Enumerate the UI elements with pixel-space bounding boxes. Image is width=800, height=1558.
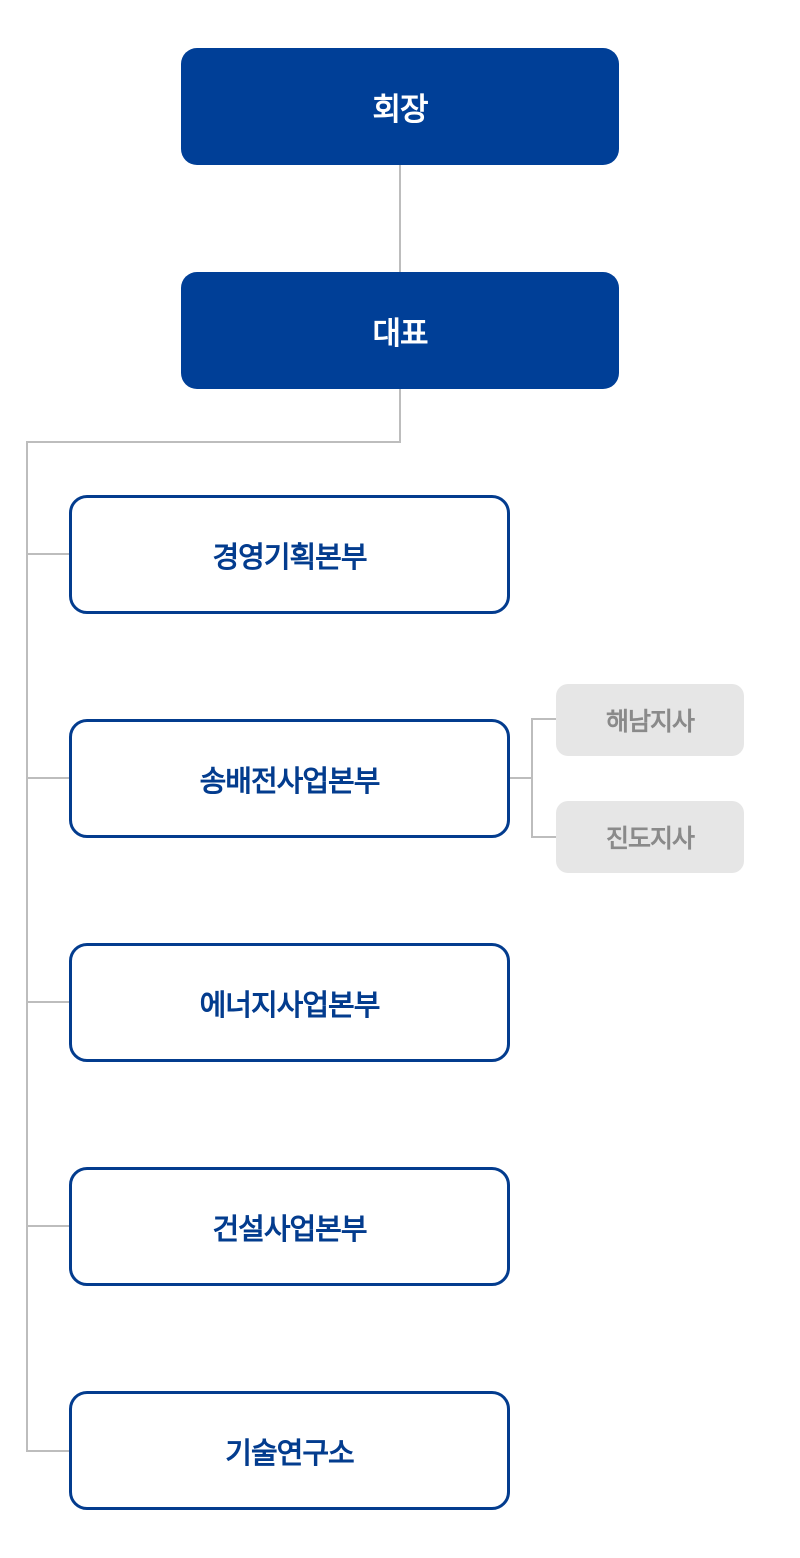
connector-chairman-ceo — [399, 165, 401, 273]
connector-branch-dept1 — [26, 553, 70, 555]
node-branch-haenam: 해남지사 — [556, 684, 744, 756]
connector-branch-dept5 — [26, 1450, 70, 1452]
connector-vertical-trunk — [26, 441, 28, 1452]
connector-sub-top — [531, 718, 557, 720]
connector-sub-vertical — [531, 718, 533, 838]
node-branch-jindo: 진도지사 — [556, 801, 744, 873]
node-dept-construction: 건설사업본부 — [69, 1167, 510, 1286]
connector-sub-bottom — [531, 836, 557, 838]
node-ceo: 대표 — [181, 272, 619, 389]
connector-horizontal — [26, 441, 401, 443]
node-chairman: 회장 — [181, 48, 619, 165]
node-dept-energy: 에너지사업본부 — [69, 943, 510, 1062]
connector-branch-dept2 — [26, 777, 70, 779]
connector-ceo-down — [399, 389, 401, 443]
connector-branch-dept4 — [26, 1225, 70, 1227]
connector-branch-dept3 — [26, 1001, 70, 1003]
connector-sub-stub — [510, 777, 533, 779]
node-dept-transmission-distribution: 송배전사업본부 — [69, 719, 510, 838]
node-dept-management-planning: 경영기획본부 — [69, 495, 510, 614]
node-dept-research-institute: 기술연구소 — [69, 1391, 510, 1510]
